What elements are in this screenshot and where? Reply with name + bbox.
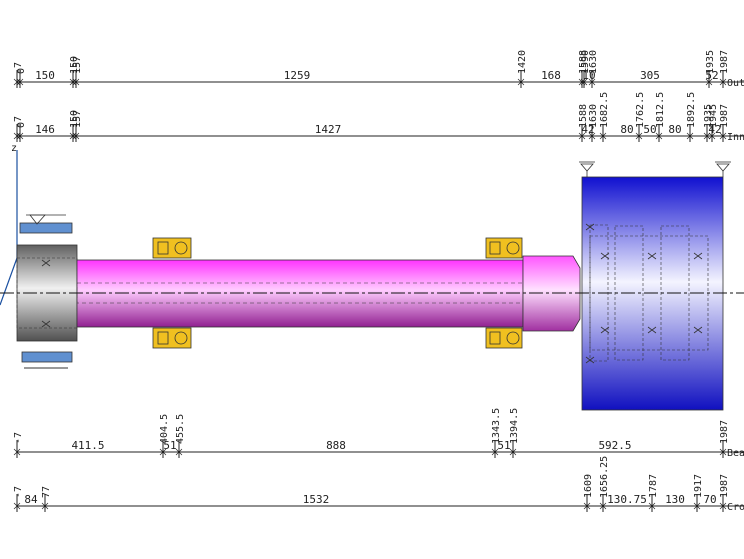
dim-span-value: 130 (665, 493, 685, 506)
dim-row-cross: -7 77 1609 1656.25 1787 1917 1987 84 1532 130.75 1… (13, 456, 744, 513)
dim-span-value: 84 (24, 493, 38, 506)
dim-span-value: 10 (582, 69, 595, 82)
dim-tick-label: 1343.5 (491, 408, 502, 444)
dim-tick-label: 150 (69, 110, 80, 128)
dim-tick-label: 77 (41, 486, 52, 498)
dim-tick-label: -7 (13, 432, 24, 444)
dim-tick-label: 1588 (578, 104, 589, 128)
dim-tick-label: 1590 (580, 50, 591, 74)
dim-row-bearing: -7 404.5 455.5 1343.5 1394.5 1987 411.5 51 888 51… (13, 408, 744, 459)
dim-tick-label: 1917 (693, 474, 704, 498)
dim-tick-label: 150 (69, 56, 80, 74)
dim-span-value: 80 (668, 123, 681, 136)
dim-tick-label: 1588 (578, 50, 589, 74)
dim-tick-label: 0 (16, 122, 27, 128)
dim-tick-label: 1935 (703, 104, 714, 128)
dim-span-value: 1532 (303, 493, 330, 506)
dim-tick-label: 1812.5 (655, 92, 666, 128)
bearing-left (152, 237, 192, 349)
dim-span-value: 42 (581, 123, 594, 136)
dim-tick-label: 1394.5 (509, 408, 520, 444)
dim-row-label: Inn (727, 132, 744, 143)
dim-span-value: 592.5 (598, 439, 631, 452)
dim-span-value: 411.5 (71, 439, 104, 452)
dim-tick-label: 0 (16, 68, 27, 74)
dim-tick-label: 404.5 (159, 414, 170, 444)
dim-tick-label: -7 (13, 62, 24, 74)
left-coupling (16, 214, 78, 369)
dim-tick-label: 1609 (583, 474, 594, 498)
dim-span-value: 50 (643, 123, 656, 136)
support-marker-icon (579, 161, 731, 177)
dim-tick-label: 1945 (708, 104, 719, 128)
dim-tick-label: 455.5 (175, 414, 186, 444)
dim-span-value: 305 (640, 69, 660, 82)
dim-tick-label: -7 (13, 116, 24, 128)
hub-drum (579, 161, 731, 411)
dim-tick-label: 1987 (719, 474, 730, 498)
dim-tick-label: 1630 (588, 104, 599, 128)
dim-span-value: 70 (703, 493, 716, 506)
dim-span-value: 1259 (284, 69, 311, 82)
dim-span-value: 51 (497, 439, 510, 452)
dim-span-value: 80 (620, 123, 633, 136)
dim-span-value: 888 (326, 439, 346, 452)
dim-tick-label: 1656.25 (599, 456, 610, 498)
dim-span-value: 52 (705, 69, 718, 82)
dim-tick-label: 1787 (648, 474, 659, 498)
dim-tick-label: 1630 (588, 50, 599, 74)
bearing-right (485, 237, 523, 349)
shaft-shoulder (522, 255, 581, 332)
dim-tick-label: 1987 (719, 104, 730, 128)
dim-tick-label: 157 (72, 110, 83, 128)
dim-span-value: 1427 (315, 123, 342, 136)
dim-span-value: 42 (708, 123, 721, 136)
dim-tick-label: 1987 (719, 50, 730, 74)
dim-tick-label: 1935 (705, 50, 716, 74)
dim-tick-label: 157 (72, 56, 83, 74)
dim-tick-label: -7 (13, 486, 24, 498)
dim-tick-label: 1682.5 (599, 92, 610, 128)
z-axis-label: z (11, 143, 17, 154)
dim-tick-label: 1892.5 (686, 92, 697, 128)
dim-span-value: 146 (35, 123, 55, 136)
dim-span-value: 51 (163, 439, 176, 452)
dim-row-label: Cro (727, 502, 744, 513)
dim-tick-label: 1762.5 (635, 92, 646, 128)
dim-span-value: 150 (35, 69, 55, 82)
dim-row-label: Out (727, 78, 744, 89)
dim-tick-label: 1420 (517, 50, 528, 74)
dim-row-label: Bea (727, 448, 744, 459)
dim-span-value: 130.75 (607, 493, 647, 506)
dim-span-value: 168 (541, 69, 561, 82)
dim-tick-label: 1987 (719, 420, 730, 444)
